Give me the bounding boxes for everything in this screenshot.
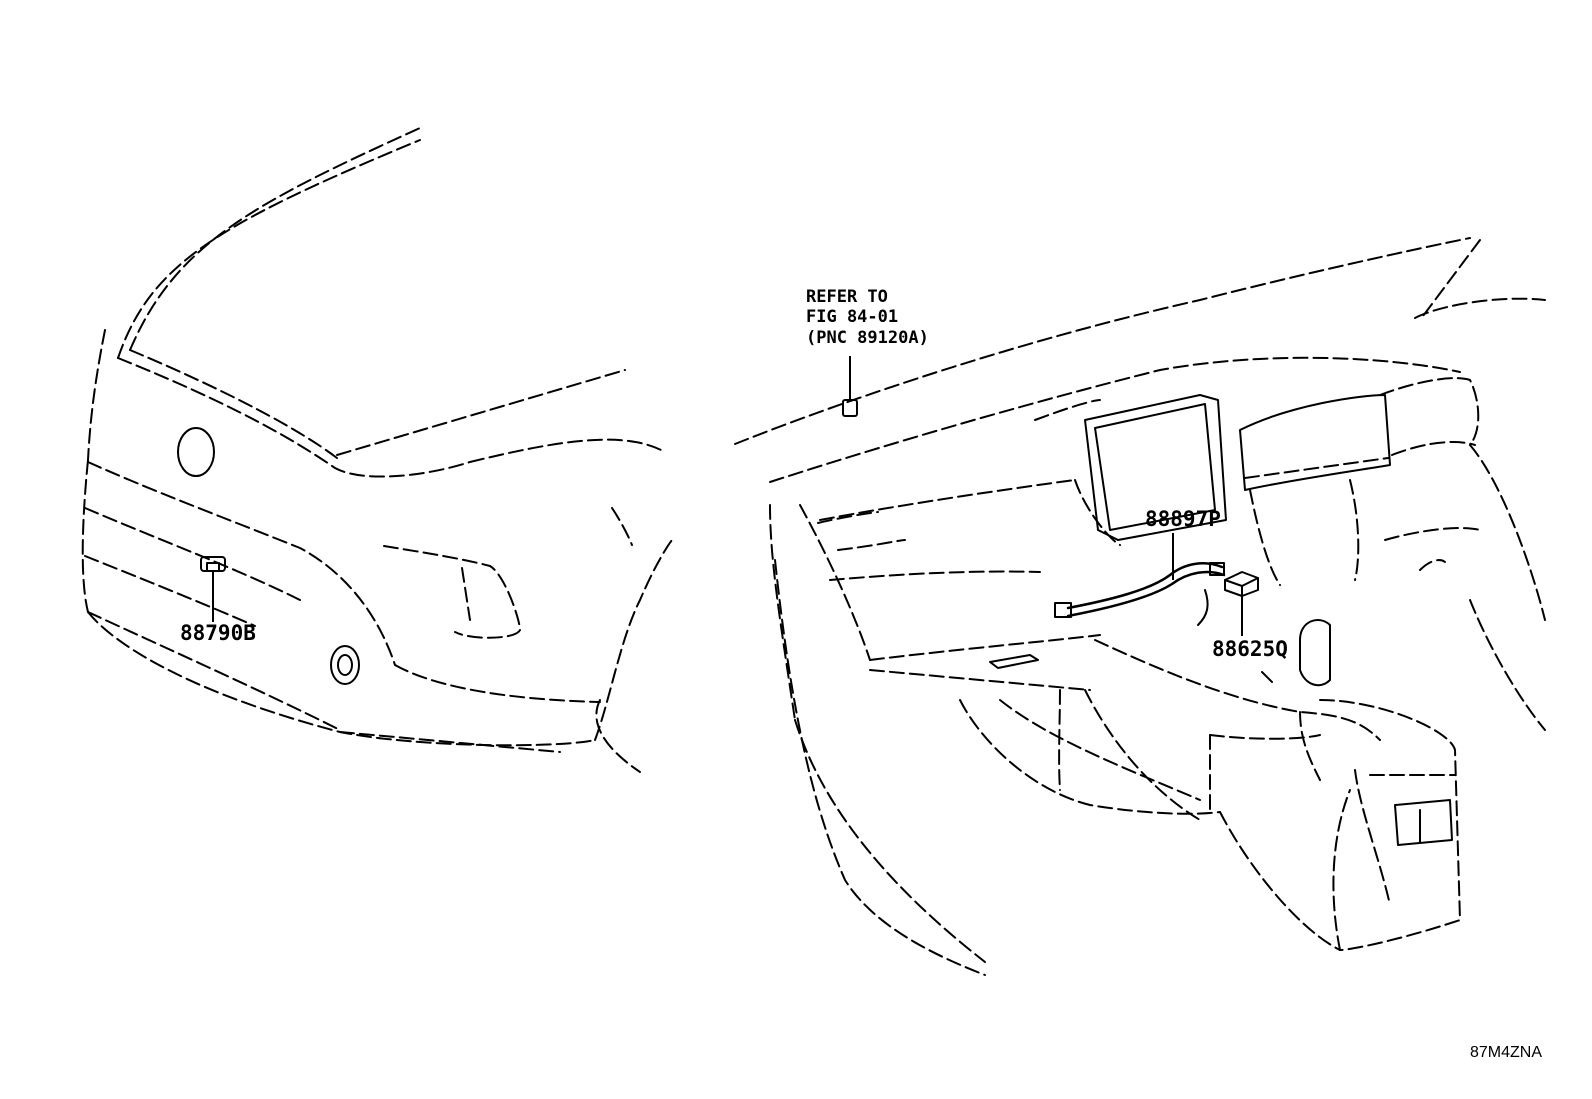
- cable-harness-part: [1054, 533, 1226, 618]
- reference-note: REFER TO FIG 84-01 (PNC 89120A): [806, 287, 929, 348]
- connector-part: [1197, 571, 1273, 683]
- reference-note-line2: FIG 84-01: [806, 307, 898, 327]
- reference-note-line3: (PNC 89120A): [806, 328, 929, 348]
- label-connector: 88625Q: [1212, 637, 1288, 661]
- label-cable-harness: 88897P: [1145, 507, 1221, 531]
- label-front-sensor: 88790B: [180, 621, 256, 645]
- vehicle-front-view: [81, 127, 673, 773]
- front-sensor-part: [200, 556, 226, 622]
- instrument-panel-view: [734, 237, 1546, 976]
- reference-note-line1: REFER TO: [806, 287, 888, 307]
- illustration-code: 87M4ZNA: [1470, 1044, 1542, 1061]
